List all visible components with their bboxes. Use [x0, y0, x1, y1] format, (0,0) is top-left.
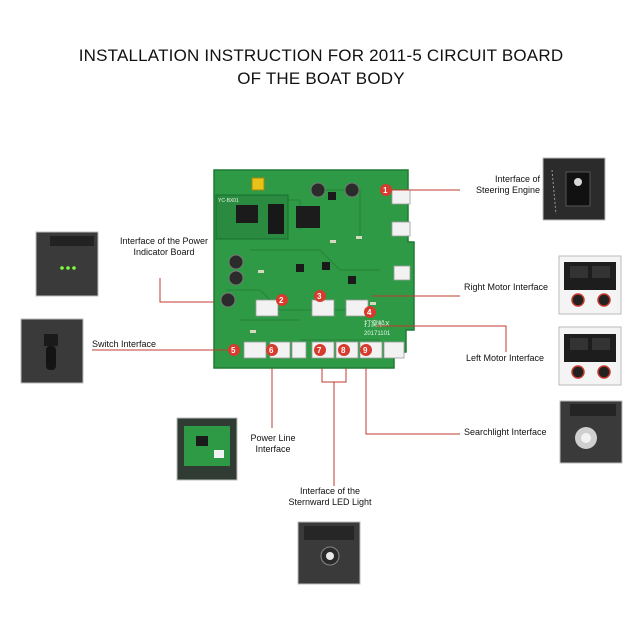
numbered-badges: 1 2 3 4 5 6 7 8 9 — [228, 184, 392, 356]
pin-header — [268, 204, 284, 234]
label-left-motor: Left Motor Interface — [466, 353, 545, 363]
photo-searchlight — [559, 400, 623, 464]
svg-text:4: 4 — [367, 308, 372, 317]
capacitor-icon — [310, 182, 326, 198]
label-right-motor: Right Motor Interface — [464, 282, 549, 292]
capacitor-icon — [228, 254, 244, 270]
board-label-2: 20171101 — [364, 331, 391, 337]
yellow-switch-icon — [251, 177, 265, 191]
badge-9: 9 — [360, 344, 372, 356]
photo-right-motor — [558, 255, 622, 315]
photo-switch — [20, 318, 84, 384]
label-power-indicator: Interface of the Power Indicator Board — [119, 236, 209, 257]
title-line-1: INSTALLATION INSTRUCTION FOR 2011-5 CIRC… — [78, 46, 564, 65]
label-sternward-led: Interface of the Sternward LED Light — [288, 486, 372, 507]
photo-left-motor — [558, 326, 622, 386]
badge-6: 6 — [266, 344, 278, 356]
label-steering-engine: Interface of Steering Engine — [475, 174, 540, 195]
chip-icon — [236, 205, 258, 223]
svg-text:7: 7 — [317, 346, 322, 355]
svg-text:2: 2 — [279, 296, 284, 305]
svg-text:5: 5 — [231, 346, 236, 355]
label-searchlight: Searchlight Interface — [464, 427, 547, 437]
badge-2: 2 — [276, 294, 288, 306]
photo-sternward-led — [297, 521, 361, 585]
capacitor-icon — [228, 270, 244, 286]
badge-5: 5 — [228, 344, 240, 356]
board-label-1: 打窝船X — [364, 319, 390, 328]
capacitor-icon — [344, 182, 360, 198]
leader-lines — [92, 189, 507, 486]
svg-text:6: 6 — [269, 346, 274, 355]
badge-4: 4 — [364, 306, 376, 318]
board-model-text: YC-BX01 — [218, 198, 239, 204]
main-chip-icon — [296, 206, 320, 228]
badge-1: 1 — [380, 184, 392, 196]
label-switch: Switch Interface — [92, 339, 157, 349]
circuit-board: YC-BX01 打窝船X 20171101 — [213, 169, 415, 369]
badge-3: 3 — [314, 290, 326, 302]
photo-power-indicator — [35, 231, 99, 297]
svg-text:8: 8 — [341, 346, 346, 355]
svg-text:3: 3 — [317, 292, 322, 301]
svg-text:1: 1 — [383, 186, 388, 195]
label-power-line: Power Line Interface — [250, 433, 296, 454]
svg-text:9: 9 — [363, 346, 368, 355]
capacitor-icon — [220, 292, 236, 308]
photo-steering-engine — [542, 157, 606, 221]
photo-power-line — [176, 417, 238, 481]
title-line-2: OF THE BOAT BODY — [237, 69, 405, 88]
badge-7: 7 — [314, 344, 326, 356]
badge-8: 8 — [338, 344, 350, 356]
